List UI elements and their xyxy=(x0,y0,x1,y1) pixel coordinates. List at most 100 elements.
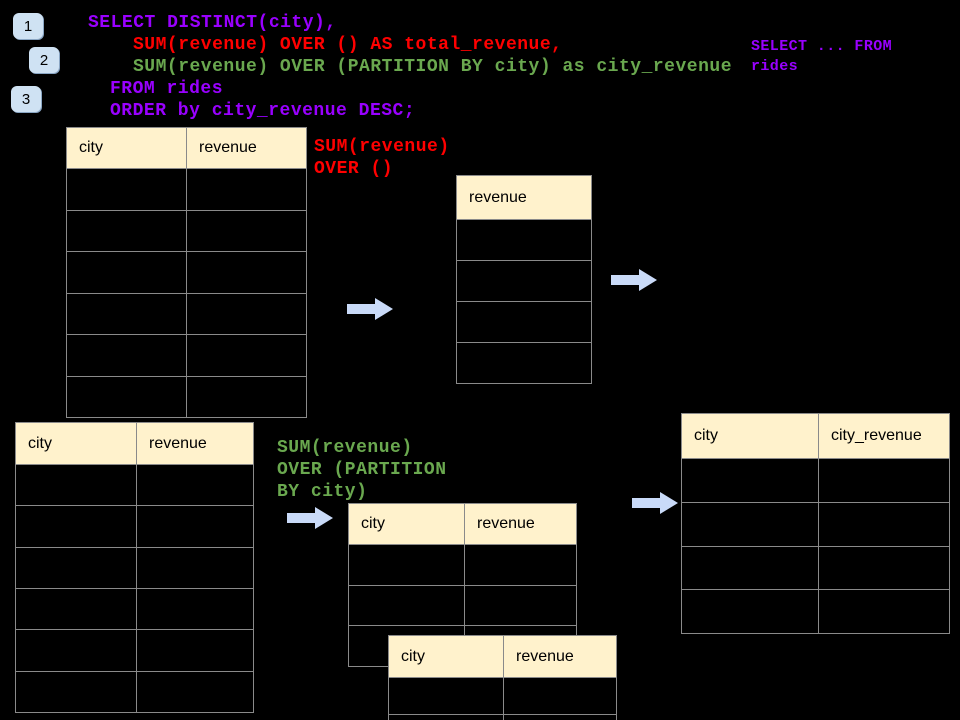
table-cell xyxy=(16,672,136,712)
table-row xyxy=(457,342,591,383)
table-body xyxy=(389,677,616,720)
table-row xyxy=(67,292,306,335)
table-row xyxy=(16,505,253,547)
arrow-right-icon xyxy=(287,507,333,529)
sql-line-city-revenue: SUM(revenue) OVER (PARTITION BY city) as… xyxy=(133,57,732,77)
table-header-row: revenue xyxy=(457,176,591,219)
table-cell xyxy=(136,671,253,712)
table-header-row: city revenue xyxy=(349,504,576,544)
table-cell xyxy=(186,376,306,417)
table-cell xyxy=(186,293,306,334)
table-row xyxy=(682,589,949,633)
annotation-sum-over-empty: SUM(revenue) OVER () xyxy=(314,137,450,179)
arrow-right-icon xyxy=(632,492,678,514)
table-body xyxy=(16,464,253,712)
table-row xyxy=(67,375,306,418)
table-cell xyxy=(67,377,186,418)
sql-line-from: FROM rides xyxy=(110,79,224,99)
column-header-city: city xyxy=(694,427,718,444)
table-cell xyxy=(349,545,464,585)
side-note-select-from-rides: SELECT ... FROM rides xyxy=(751,38,893,75)
table-row xyxy=(16,587,253,630)
table-cell xyxy=(67,211,186,252)
table-header-row: city revenue xyxy=(16,423,253,464)
table-cell xyxy=(464,545,576,585)
column-header-revenue: revenue xyxy=(464,504,576,544)
table-cell xyxy=(503,715,616,720)
table-cell xyxy=(186,335,306,376)
step-badge-1-label: 1 xyxy=(23,17,33,35)
table-row xyxy=(457,219,591,260)
column-header-city: city xyxy=(79,139,103,156)
table-cell xyxy=(136,506,253,547)
table-row xyxy=(389,714,616,720)
table-partition-city-1: city revenue xyxy=(348,503,577,667)
table-cell xyxy=(818,502,949,546)
column-header-city-revenue: city_revenue xyxy=(818,414,949,458)
table-cell xyxy=(818,590,949,633)
sql-line-order-by: ORDER by city_revenue DESC; xyxy=(110,101,416,121)
annotation-sum-over-partition: SUM(revenue) OVER (PARTITION BY city) xyxy=(277,438,447,502)
column-header-revenue: revenue xyxy=(503,636,616,677)
table-row xyxy=(67,209,306,252)
table-cell xyxy=(67,294,186,335)
table-header-row: city revenue xyxy=(389,636,616,677)
column-header-revenue: revenue xyxy=(186,128,306,168)
table-cell xyxy=(682,503,818,546)
table-cell xyxy=(464,585,576,626)
table-row xyxy=(457,301,591,342)
table-row xyxy=(682,545,949,590)
table-cell xyxy=(818,546,949,590)
arrow-right-icon xyxy=(347,298,393,320)
table-cell xyxy=(16,506,136,546)
step-badge-2-label: 2 xyxy=(39,51,49,69)
table-cell xyxy=(67,252,186,293)
table-cell xyxy=(16,630,136,670)
table-partition-city-2: city revenue xyxy=(388,635,617,720)
table-body xyxy=(682,458,949,633)
step-badge-1: 1 xyxy=(13,13,43,39)
table-cell xyxy=(457,343,591,383)
table-row xyxy=(349,584,576,626)
table-header-row: city revenue xyxy=(67,128,306,168)
table-cell xyxy=(136,465,253,506)
table-body xyxy=(457,219,591,383)
table-row xyxy=(349,544,576,585)
table-cell xyxy=(136,547,253,588)
table-cell xyxy=(67,169,186,210)
table-source-rides-top: city revenue xyxy=(66,127,307,418)
table-cell xyxy=(457,302,591,342)
table-cell xyxy=(682,459,818,502)
table-cell xyxy=(16,465,136,505)
column-header-city: city xyxy=(28,434,52,452)
column-header-city: city xyxy=(401,647,425,665)
table-cell xyxy=(818,459,949,502)
table-cell xyxy=(457,220,591,260)
table-total-revenue: revenue xyxy=(456,175,592,384)
table-cell xyxy=(16,589,136,629)
table-row xyxy=(682,501,949,546)
table-cell xyxy=(682,590,818,633)
arrow-right-icon xyxy=(611,269,657,291)
table-cell xyxy=(349,586,464,626)
table-cell xyxy=(503,678,616,714)
table-body xyxy=(67,168,306,417)
table-cell xyxy=(389,715,503,720)
table-cell xyxy=(67,335,186,376)
column-header-revenue: revenue xyxy=(136,423,253,464)
step-badge-3-label: 3 xyxy=(21,90,31,108)
table-cell xyxy=(186,169,306,210)
table-row xyxy=(389,677,616,714)
table-row xyxy=(67,168,306,210)
table-row xyxy=(16,629,253,671)
table-cell xyxy=(186,252,306,293)
table-cell xyxy=(682,547,818,590)
table-cell xyxy=(186,210,306,251)
table-cell xyxy=(136,630,253,671)
table-row xyxy=(67,251,306,293)
table-row xyxy=(16,546,253,588)
table-cell xyxy=(136,588,253,630)
table-cell xyxy=(389,678,503,714)
step-badge-2: 2 xyxy=(29,47,59,73)
